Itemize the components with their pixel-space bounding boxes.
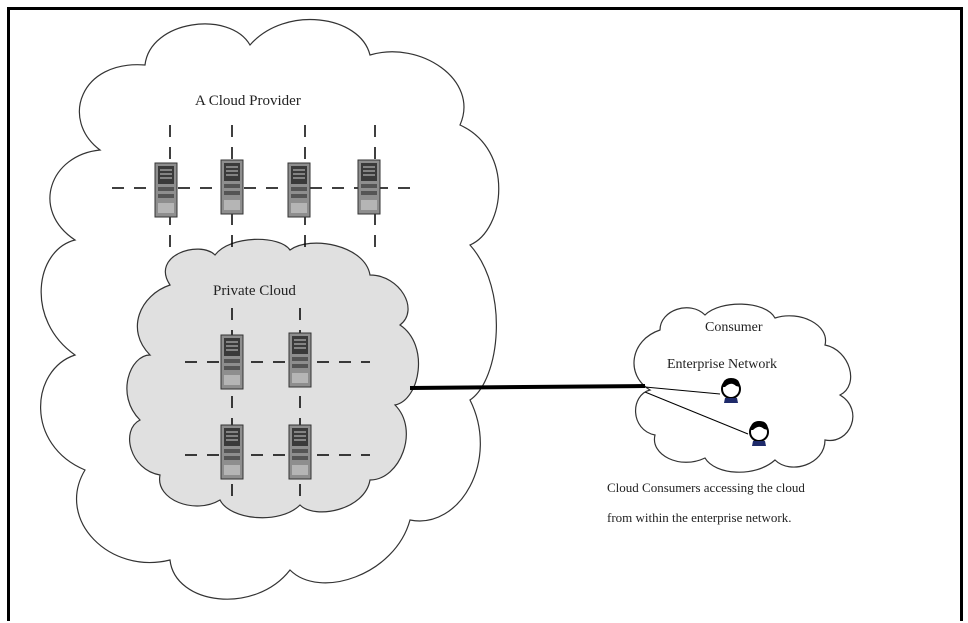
server-icon — [220, 159, 244, 215]
provider-label: A Cloud Provider — [195, 93, 301, 109]
consumer-label-line1: Consumer — [705, 320, 763, 335]
server-icon — [357, 159, 381, 215]
server-icon — [220, 334, 244, 390]
caption-line1: Cloud Consumers accessing the cloud — [607, 480, 805, 495]
server-icon — [287, 162, 311, 218]
server-icon — [288, 332, 312, 388]
server-icon — [154, 162, 178, 218]
consumer-label-line2: Enterprise Network — [667, 357, 777, 372]
server-icon — [288, 424, 312, 480]
private-cloud — [126, 238, 420, 519]
connection-line — [409, 384, 646, 390]
consumer-link — [644, 386, 721, 395]
consumer-link — [644, 391, 749, 435]
server-icon — [220, 424, 244, 480]
private-cloud-label: Private Cloud — [213, 283, 296, 299]
diagram-frame — [7, 7, 963, 621]
caption-line2: from within the enterprise network. — [607, 510, 791, 525]
consumer-cloud — [633, 303, 854, 473]
